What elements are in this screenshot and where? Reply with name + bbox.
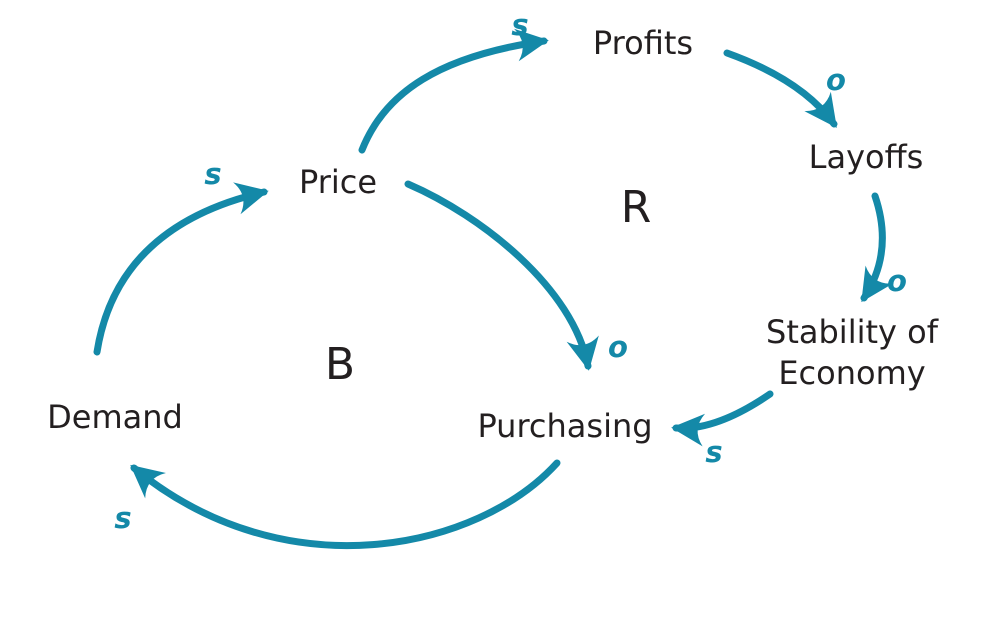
node-purchasing: Purchasing (477, 407, 652, 445)
node-profits: Profits (593, 24, 693, 62)
polarity-purchasing-to-demand: s (114, 501, 131, 535)
arrow-price-to-profits (358, 28, 549, 154)
polarity-stability-to-purchasing: s (705, 435, 722, 469)
loop-label-reinforcing: R (621, 182, 652, 233)
node-stability-line-2: Economy (778, 354, 925, 392)
node-demand: Demand (47, 398, 183, 436)
node-stability-line-1: Stability of (766, 313, 939, 351)
arrow-price-to-purchasing (404, 180, 599, 371)
polarity-demand-to-price: s (204, 157, 221, 191)
polarity-price-to-purchasing: o (608, 330, 628, 364)
polarity-profits-to-layoffs: o (826, 63, 846, 97)
arrow-layoffs-to-stability (860, 192, 893, 303)
arrow-demand-to-price (93, 182, 269, 356)
polarity-layoffs-to-stability: o (887, 264, 907, 298)
polarity-price-to-profits: s (511, 8, 528, 42)
arrow-stability-to-purchasing (671, 390, 774, 447)
loop-label-balancing: B (325, 339, 355, 390)
arrow-profits-to-layoffs (723, 49, 838, 128)
node-price: Price (299, 163, 377, 201)
arrow-purchasing-to-demand (130, 459, 561, 550)
node-layoffs: Layoffs (809, 138, 924, 176)
